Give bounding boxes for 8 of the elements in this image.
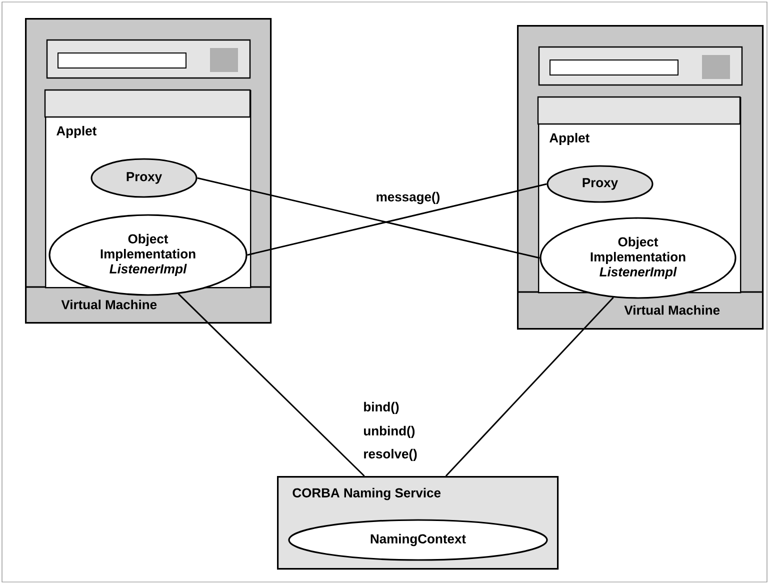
method-label: unbind() xyxy=(364,426,415,438)
method-label: message() xyxy=(376,192,440,204)
connector-line xyxy=(197,177,540,259)
method-label: resolve() xyxy=(364,448,417,462)
connector-line xyxy=(178,293,365,477)
connector-line xyxy=(247,183,547,256)
connector-line xyxy=(445,296,614,476)
method-label: bind() xyxy=(364,402,399,414)
